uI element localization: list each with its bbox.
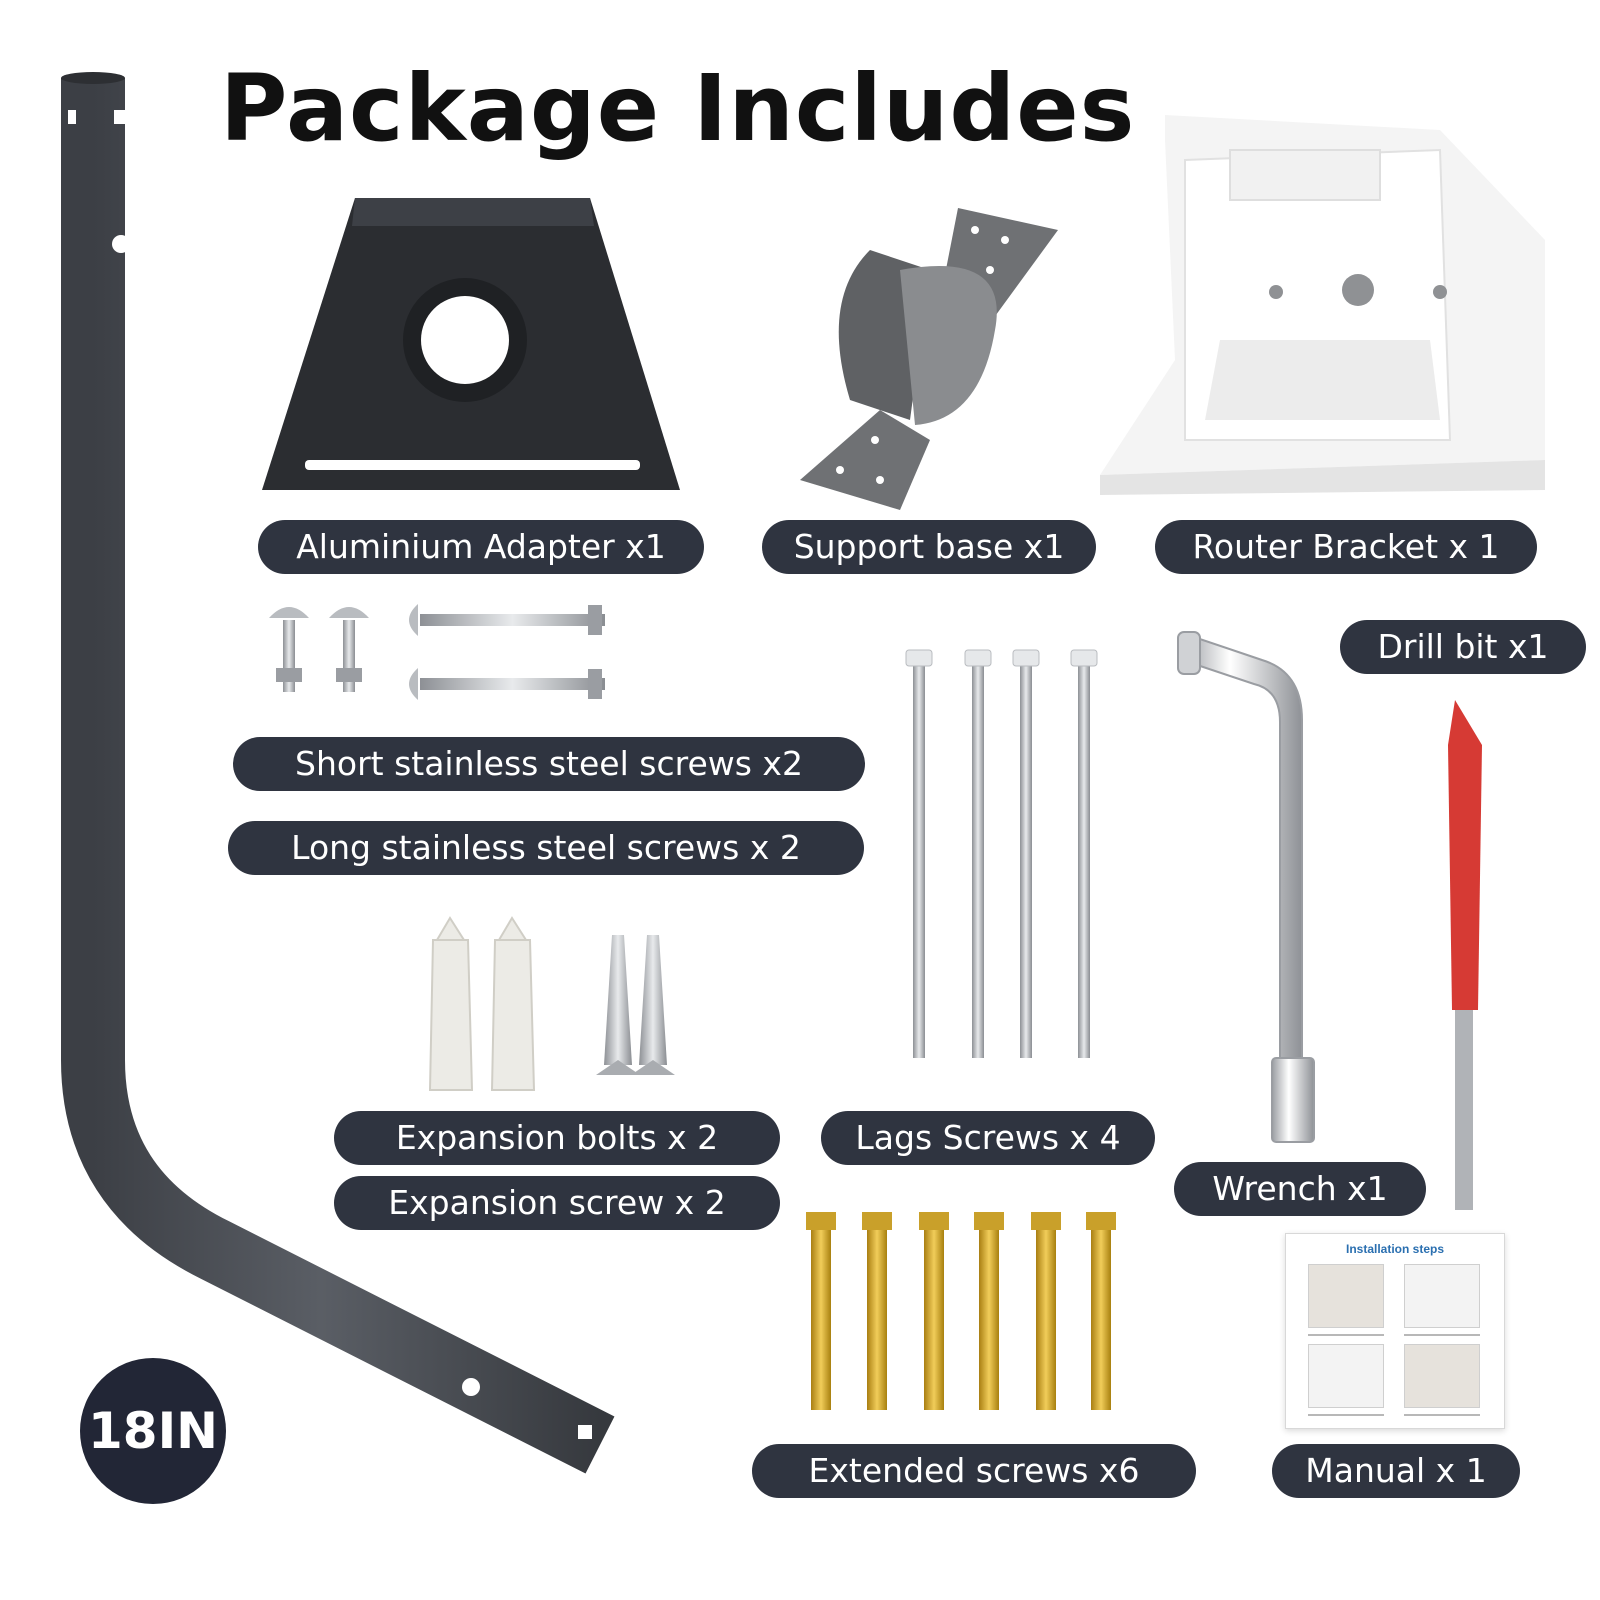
label-manual: Manual x 1 xyxy=(1272,1444,1520,1498)
wrench-image xyxy=(1177,631,1315,1143)
label-expansion-screw: Expansion screw x 2 xyxy=(334,1176,780,1230)
label-expansion-bolts: Expansion bolts x 2 xyxy=(334,1111,780,1165)
long-screws-image xyxy=(409,604,605,700)
manual-title: Installation steps xyxy=(1345,1242,1445,1256)
label-drill-bit: Drill bit x1 xyxy=(1340,620,1586,674)
support-base-image xyxy=(800,208,1058,510)
drill-bit-image xyxy=(1448,700,1482,1210)
length-badge: 18IN xyxy=(80,1358,226,1504)
label-long-screws: Long stainless steel screws x 2 xyxy=(228,821,864,875)
manual-image: Installation steps xyxy=(1285,1233,1505,1429)
manual-text-line xyxy=(1308,1414,1384,1416)
label-wrench: Wrench x1 xyxy=(1174,1162,1426,1216)
extended-screws-image xyxy=(806,1212,1116,1410)
lag-screws-image xyxy=(905,649,1098,1058)
manual-step-thumb xyxy=(1308,1264,1384,1328)
manual-text-line xyxy=(1308,1334,1384,1336)
mounting-pole xyxy=(61,72,615,1474)
manual-step-thumb xyxy=(1308,1344,1384,1408)
label-support-base: Support base x1 xyxy=(762,520,1096,574)
manual-text-line xyxy=(1404,1414,1480,1416)
router-bracket-image xyxy=(1100,115,1545,495)
manual-step-thumb xyxy=(1404,1264,1480,1328)
label-lag-screws: Lags Screws x 4 xyxy=(821,1111,1155,1165)
label-extended-screws: Extended screws x6 xyxy=(752,1444,1196,1498)
manual-text-line xyxy=(1404,1334,1480,1336)
aluminium-adapter-image xyxy=(262,198,680,490)
label-router-bracket: Router Bracket x 1 xyxy=(1155,520,1537,574)
label-aluminium-adapter: Aluminium Adapter x1 xyxy=(258,520,704,574)
expansion-screw-image xyxy=(596,935,675,1075)
short-screws-image xyxy=(269,607,369,692)
page-title: Package Includes xyxy=(220,55,1136,162)
expansion-bolts-image xyxy=(428,916,536,1091)
manual-step-thumb xyxy=(1404,1344,1480,1408)
label-short-screws: Short stainless steel screws x2 xyxy=(233,737,865,791)
